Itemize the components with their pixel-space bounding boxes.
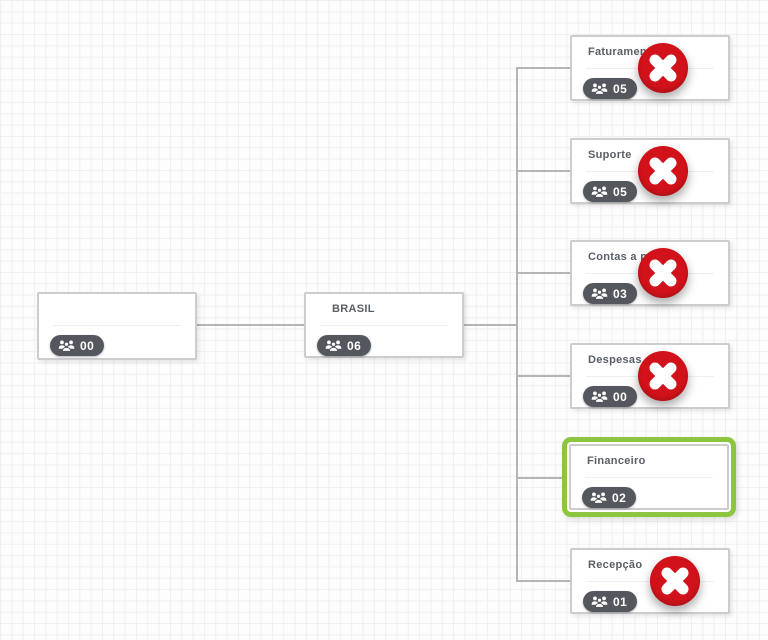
users-icon [591,596,608,608]
node-title: Recepção [588,559,643,571]
connector-trunk-line [516,67,518,582]
member-count-badge: 05 [583,78,638,99]
connector-line [517,67,570,69]
node-title: Financeiro [587,455,646,467]
member-count-badge: 03 [583,283,638,304]
member-count-badge: 00 [583,386,638,407]
delete-node-button[interactable] [638,351,688,401]
x-icon [661,567,689,595]
member-count-badge: 05 [583,181,638,202]
users-icon [58,340,75,352]
connector-line [464,324,517,326]
member-count-badge: 01 [583,591,638,612]
users-icon [325,340,342,352]
member-count: 00 [613,389,628,404]
x-icon [649,157,677,185]
org-node-despesas[interactable]: Despesas 00 [570,343,730,409]
member-count-badge: 00 [50,335,105,356]
delete-node-button[interactable] [638,146,688,196]
member-count: 03 [613,286,628,301]
org-node-brasil[interactable]: BRASIL 06 [304,292,464,358]
users-icon [591,83,608,95]
delete-node-button[interactable] [638,43,688,93]
node-divider [320,325,448,326]
connector-line [517,170,570,172]
node-divider [53,325,181,326]
node-divider [585,477,713,478]
member-count: 00 [80,338,95,353]
users-icon [591,288,608,300]
member-count-badge: 02 [582,487,637,508]
connector-line [197,324,304,326]
delete-node-button[interactable] [638,248,688,298]
org-node-root[interactable]: 00 [37,292,197,360]
member-count-badge: 06 [317,335,372,356]
org-node-financeiro[interactable]: Financeiro 02 [569,444,729,510]
selected-node-highlight: Financeiro 02 [562,437,736,517]
x-icon [649,259,677,287]
connector-line [517,580,570,582]
org-node-contas-a-pagar[interactable]: Contas a pagar 03 [570,240,730,306]
member-count: 06 [347,338,362,353]
org-node-recepcao[interactable]: Recepção 01 [570,548,730,614]
connector-line [517,477,570,479]
node-title: Suporte [588,149,632,161]
member-count: 05 [613,81,628,96]
users-icon [591,186,608,198]
x-icon [649,54,677,82]
x-icon [649,362,677,390]
org-node-faturamento[interactable]: Faturamento 05 [570,35,730,101]
delete-node-button[interactable] [650,556,700,606]
users-icon [591,391,608,403]
member-count: 01 [613,594,628,609]
users-icon [590,492,607,504]
member-count: 05 [613,184,628,199]
connector-line [517,375,570,377]
connector-line [517,272,570,274]
member-count: 02 [612,490,627,505]
node-title: BRASIL [332,303,375,315]
node-title: Despesas [588,354,642,366]
org-node-suporte[interactable]: Suporte 05 [570,138,730,204]
